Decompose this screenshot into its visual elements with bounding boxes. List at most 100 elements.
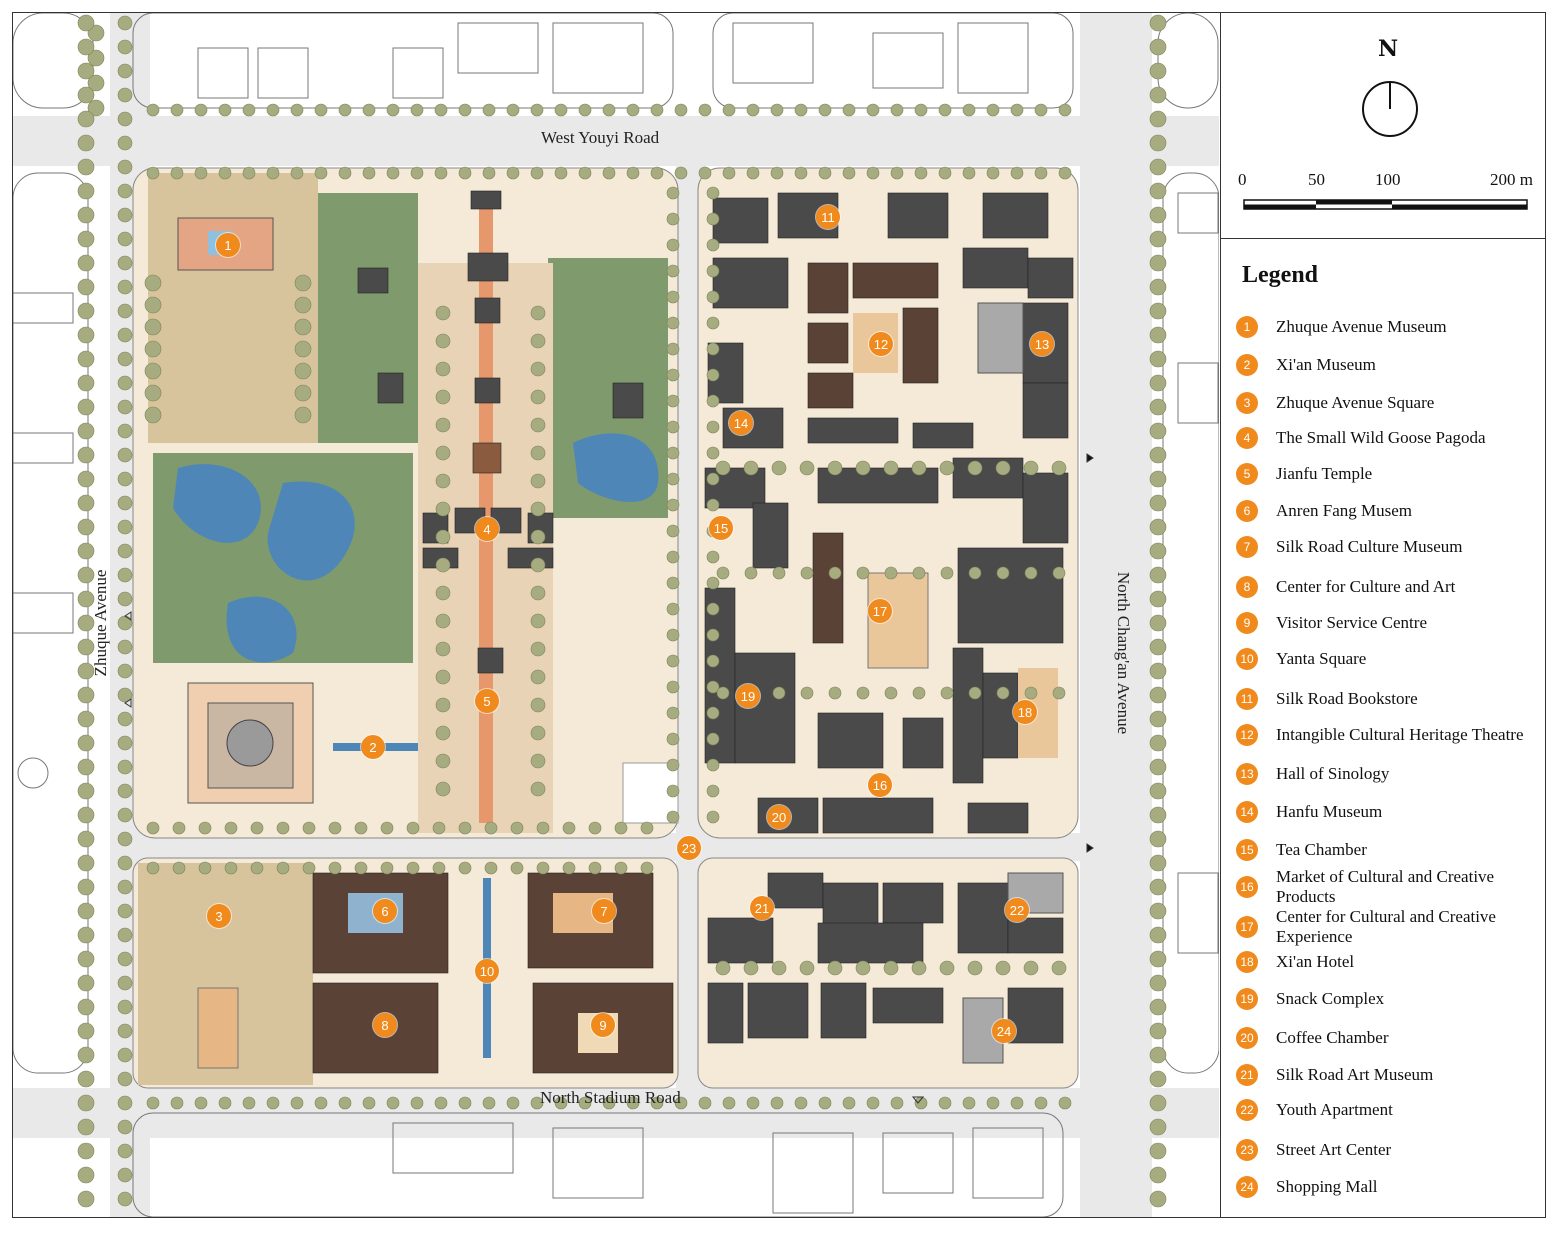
legend-item: 5 Jianfu Temple <box>1236 457 1536 491</box>
legend-number-badge: 18 <box>1236 951 1258 973</box>
legend-item: 21 Silk Road Art Museum <box>1236 1058 1536 1092</box>
legend-item-label: Silk Road Art Museum <box>1276 1065 1434 1084</box>
map-marker-16[interactable]: 16 <box>868 773 892 797</box>
legend-number-badge: 13 <box>1236 763 1258 785</box>
northeast-buildings <box>704 192 1074 834</box>
map-marker-5[interactable]: 5 <box>475 689 499 713</box>
legend-number-badge: 6 <box>1236 500 1258 522</box>
legend-item-label: The Small Wild Goose Pagoda <box>1276 428 1486 447</box>
legend-item-label: Hanfu Museum <box>1276 802 1383 821</box>
legend-item-label: Center for Culture and Art <box>1276 577 1456 596</box>
legend-number-badge: 2 <box>1236 354 1258 376</box>
map-marker-6[interactable]: 6 <box>373 899 397 923</box>
legend-number-badge: 20 <box>1236 1027 1258 1049</box>
legend-number-badge: 11 <box>1236 688 1258 710</box>
map-marker-2[interactable]: 2 <box>361 735 385 759</box>
legend-item-label: Street Art Center <box>1276 1140 1392 1159</box>
legend-item-label: Zhuque Avenue Museum <box>1276 317 1447 336</box>
legend-number-badge: 3 <box>1236 392 1258 414</box>
map-marker-18[interactable]: 18 <box>1013 700 1037 724</box>
legend-item: 8 Center for Culture and Art <box>1236 570 1536 604</box>
legend-item-label: Visitor Service Centre <box>1276 613 1427 632</box>
map-marker-19[interactable]: 19 <box>736 684 760 708</box>
map-marker-14[interactable]: 14 <box>729 411 753 435</box>
scale-tick-100: 100 <box>1375 170 1401 189</box>
map-marker-9[interactable]: 9 <box>591 1013 615 1037</box>
street-trees <box>87 24 105 117</box>
legend-item-label: Silk Road Bookstore <box>1276 689 1418 708</box>
legend-item: 15 Tea Chamber <box>1236 833 1536 867</box>
scale-tick-200: 200 m <box>1490 170 1533 189</box>
map-marker-22[interactable]: 22 <box>1005 898 1029 922</box>
map-marker-8[interactable]: 8 <box>373 1013 397 1037</box>
legend-number-badge: 5 <box>1236 463 1258 485</box>
legend-number-badge: 12 <box>1236 724 1258 746</box>
legend-panel <box>1220 239 1545 1217</box>
legend-item-label: Youth Apartment <box>1276 1100 1393 1119</box>
map-marker-3[interactable]: 3 <box>207 904 231 928</box>
legend-item-label: Intangible Cultural Heritage Theatre <box>1276 725 1524 744</box>
legend-item: 6 Anren Fang Musem <box>1236 494 1536 528</box>
legend-item: 23 Street Art Center <box>1236 1133 1536 1167</box>
legend-number-badge: 17 <box>1236 916 1258 938</box>
map-marker-1[interactable]: 1 <box>216 233 240 257</box>
legend-item-label: Tea Chamber <box>1276 840 1367 859</box>
map-marker-13[interactable]: 13 <box>1030 332 1054 356</box>
scale-tick-50: 50 <box>1308 170 1325 189</box>
legend-item-label: Silk Road Culture Museum <box>1276 537 1463 556</box>
legend-number-badge: 7 <box>1236 536 1258 558</box>
legend-item-label: Xi'an Hotel <box>1276 952 1355 971</box>
north-arrow-icon <box>1362 81 1418 137</box>
legend-item: 7 Silk Road Culture Museum <box>1236 530 1536 564</box>
map-marker-7[interactable]: 7 <box>592 899 616 923</box>
site-plan-svg <box>13 13 1219 1217</box>
legend-number-badge: 4 <box>1236 427 1258 449</box>
map-marker-24[interactable]: 24 <box>992 1019 1016 1043</box>
legend-item-label: Shopping Mall <box>1276 1177 1378 1196</box>
north-label: N <box>1378 36 1399 62</box>
map-marker-23[interactable]: 23 <box>677 836 701 860</box>
map-marker-12[interactable]: 12 <box>869 332 893 356</box>
legend-number-badge: 16 <box>1236 876 1258 898</box>
map-marker-4[interactable]: 4 <box>475 517 499 541</box>
map-marker-11[interactable]: 11 <box>816 205 840 229</box>
legend-item: 11 Silk Road Bookstore <box>1236 682 1536 716</box>
map-marker-17[interactable]: 17 <box>868 599 892 623</box>
legend-item: 22 Youth Apartment <box>1236 1093 1536 1127</box>
road-label-east: North Chang'an Avenue <box>1114 571 1133 735</box>
scale-bar <box>1243 199 1528 210</box>
legend-number-badge: 8 <box>1236 576 1258 598</box>
legend-item: 24 Shopping Mall <box>1236 1170 1536 1204</box>
legend-number-badge: 15 <box>1236 839 1258 861</box>
legend-number-badge: 10 <box>1236 648 1258 670</box>
legend-item-label: Xi'an Museum <box>1276 355 1376 374</box>
entrance-markers <box>124 453 1094 1104</box>
legend-number-badge: 23 <box>1236 1139 1258 1161</box>
legend-number-badge: 22 <box>1236 1099 1258 1121</box>
legend-number-badge: 21 <box>1236 1064 1258 1086</box>
legend-number-badge: 24 <box>1236 1176 1258 1198</box>
legend-item: 19 Snack Complex <box>1236 982 1536 1016</box>
road-label-south: North Stadium Road <box>540 1088 681 1107</box>
tree-canopies <box>77 14 1167 1208</box>
map-marker-20[interactable]: 20 <box>767 805 791 829</box>
legend-item-label: Jianfu Temple <box>1276 464 1373 483</box>
legend-item: 4 The Small Wild Goose Pagoda <box>1236 421 1536 455</box>
map-marker-21[interactable]: 21 <box>750 896 774 920</box>
legend-item-label: Anren Fang Musem <box>1276 501 1412 520</box>
road-label-north: West Youyi Road <box>541 128 660 147</box>
site-plan-map: West Youyi Road North Stadium Road Zhuqu… <box>13 13 1219 1217</box>
legend-item: 12 Intangible Cultural Heritage Theatre <box>1236 718 1536 752</box>
legend-item: 2 Xi'an Museum <box>1236 348 1536 382</box>
legend-item-label: Center for Cultural and Creative Experie… <box>1276 907 1496 946</box>
legend-number-badge: 19 <box>1236 988 1258 1010</box>
legend-item-label: Snack Complex <box>1276 989 1385 1008</box>
map-marker-10[interactable]: 10 <box>475 959 499 983</box>
map-marker-15[interactable]: 15 <box>709 516 733 540</box>
